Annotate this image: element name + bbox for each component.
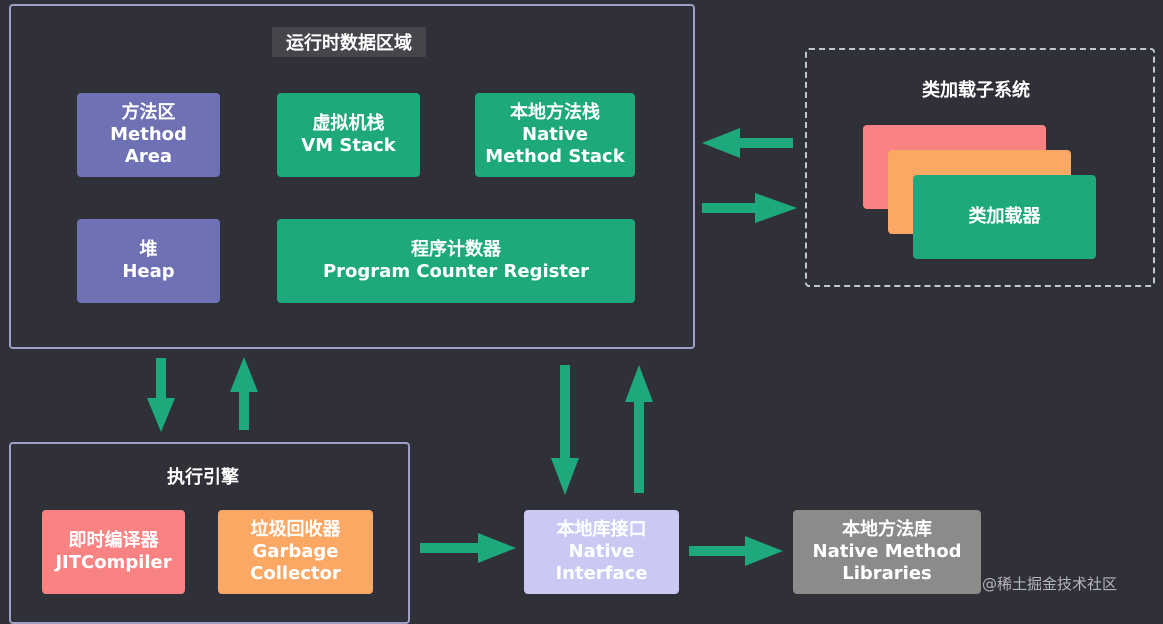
runtime-data-area-title: 运行时数据区域 <box>272 27 426 57</box>
native-interface-label-en2: Interface <box>555 563 648 584</box>
arrow-engine-to-runtime <box>230 357 258 430</box>
vm-stack-label-cn: 虚拟机栈 <box>312 113 385 134</box>
method-area-label-cn: 方法区 <box>121 102 176 123</box>
method-area-label-en1: Method <box>110 124 187 145</box>
runtime-data-area <box>9 4 695 349</box>
native-method-stack-label-en1: Native <box>522 124 588 145</box>
garbage-collector-label-en1: Garbage <box>252 541 339 562</box>
native-libraries-label-en2: Libraries <box>842 563 932 584</box>
method-area-label-en2: Area <box>124 146 173 167</box>
native-libraries-label-cn: 本地方法库 <box>842 519 932 540</box>
native-method-stack-label-en2: Method Stack <box>485 146 625 167</box>
heap-label-en: Heap <box>122 261 175 282</box>
class-loader-subsystem <box>805 48 1155 287</box>
arrow-loader-to-runtime <box>702 128 793 158</box>
jit-compiler-label-cn: 即时编译器 <box>68 530 159 551</box>
native-libraries-label-en1: Native Method <box>812 541 962 562</box>
jit-compiler-box: 即时编译器 JITCompiler <box>42 510 185 594</box>
arrow-native-interface-to-runtime <box>625 365 653 493</box>
class-loader-label: 类加载器 <box>968 206 1041 227</box>
execution-engine-title: 执行引擎 <box>167 467 239 488</box>
arrow-runtime-to-engine <box>147 358 175 432</box>
native-method-stack-box: 本地方法栈 Native Method Stack <box>475 93 635 177</box>
arrow-runtime-to-loader <box>702 193 797 223</box>
program-counter-label-en: Program Counter Register <box>322 261 590 282</box>
heap-box: 堆 Heap <box>77 219 220 303</box>
garbage-collector-box: 垃圾回收器 Garbage Collector <box>218 510 373 594</box>
vm-stack-box: 虚拟机栈 VM Stack <box>277 93 420 177</box>
garbage-collector-label-cn: 垃圾回收器 <box>250 519 341 540</box>
native-interface-label-en1: Native <box>568 541 635 562</box>
class-loader-box: 类加载器 <box>913 175 1096 259</box>
heap-label-cn: 堆 <box>139 239 158 260</box>
method-area-box: 方法区 Method Area <box>77 93 220 177</box>
native-libraries-box: 本地方法库 Native Method Libraries <box>793 510 981 594</box>
garbage-collector-label-en2: Collector <box>250 563 341 584</box>
class-loader-subsystem-title: 类加载子系统 <box>922 80 1030 101</box>
arrow-native-interface-to-libraries <box>689 536 783 566</box>
program-counter-label-cn: 程序计数器 <box>411 239 501 260</box>
arrow-engine-to-native-interface <box>420 533 516 563</box>
vm-stack-label-en: VM Stack <box>301 135 396 156</box>
watermark: @稀土掘金技术社区 <box>982 575 1118 593</box>
native-interface-box: 本地库接口 Native Interface <box>524 510 679 594</box>
arrow-runtime-to-native-interface <box>551 365 579 495</box>
native-interface-label-cn: 本地库接口 <box>556 519 647 540</box>
jit-compiler-label-en: JITCompiler <box>55 552 172 573</box>
program-counter-box: 程序计数器 Program Counter Register <box>277 219 635 303</box>
native-method-stack-label-cn: 本地方法栈 <box>510 102 600 123</box>
